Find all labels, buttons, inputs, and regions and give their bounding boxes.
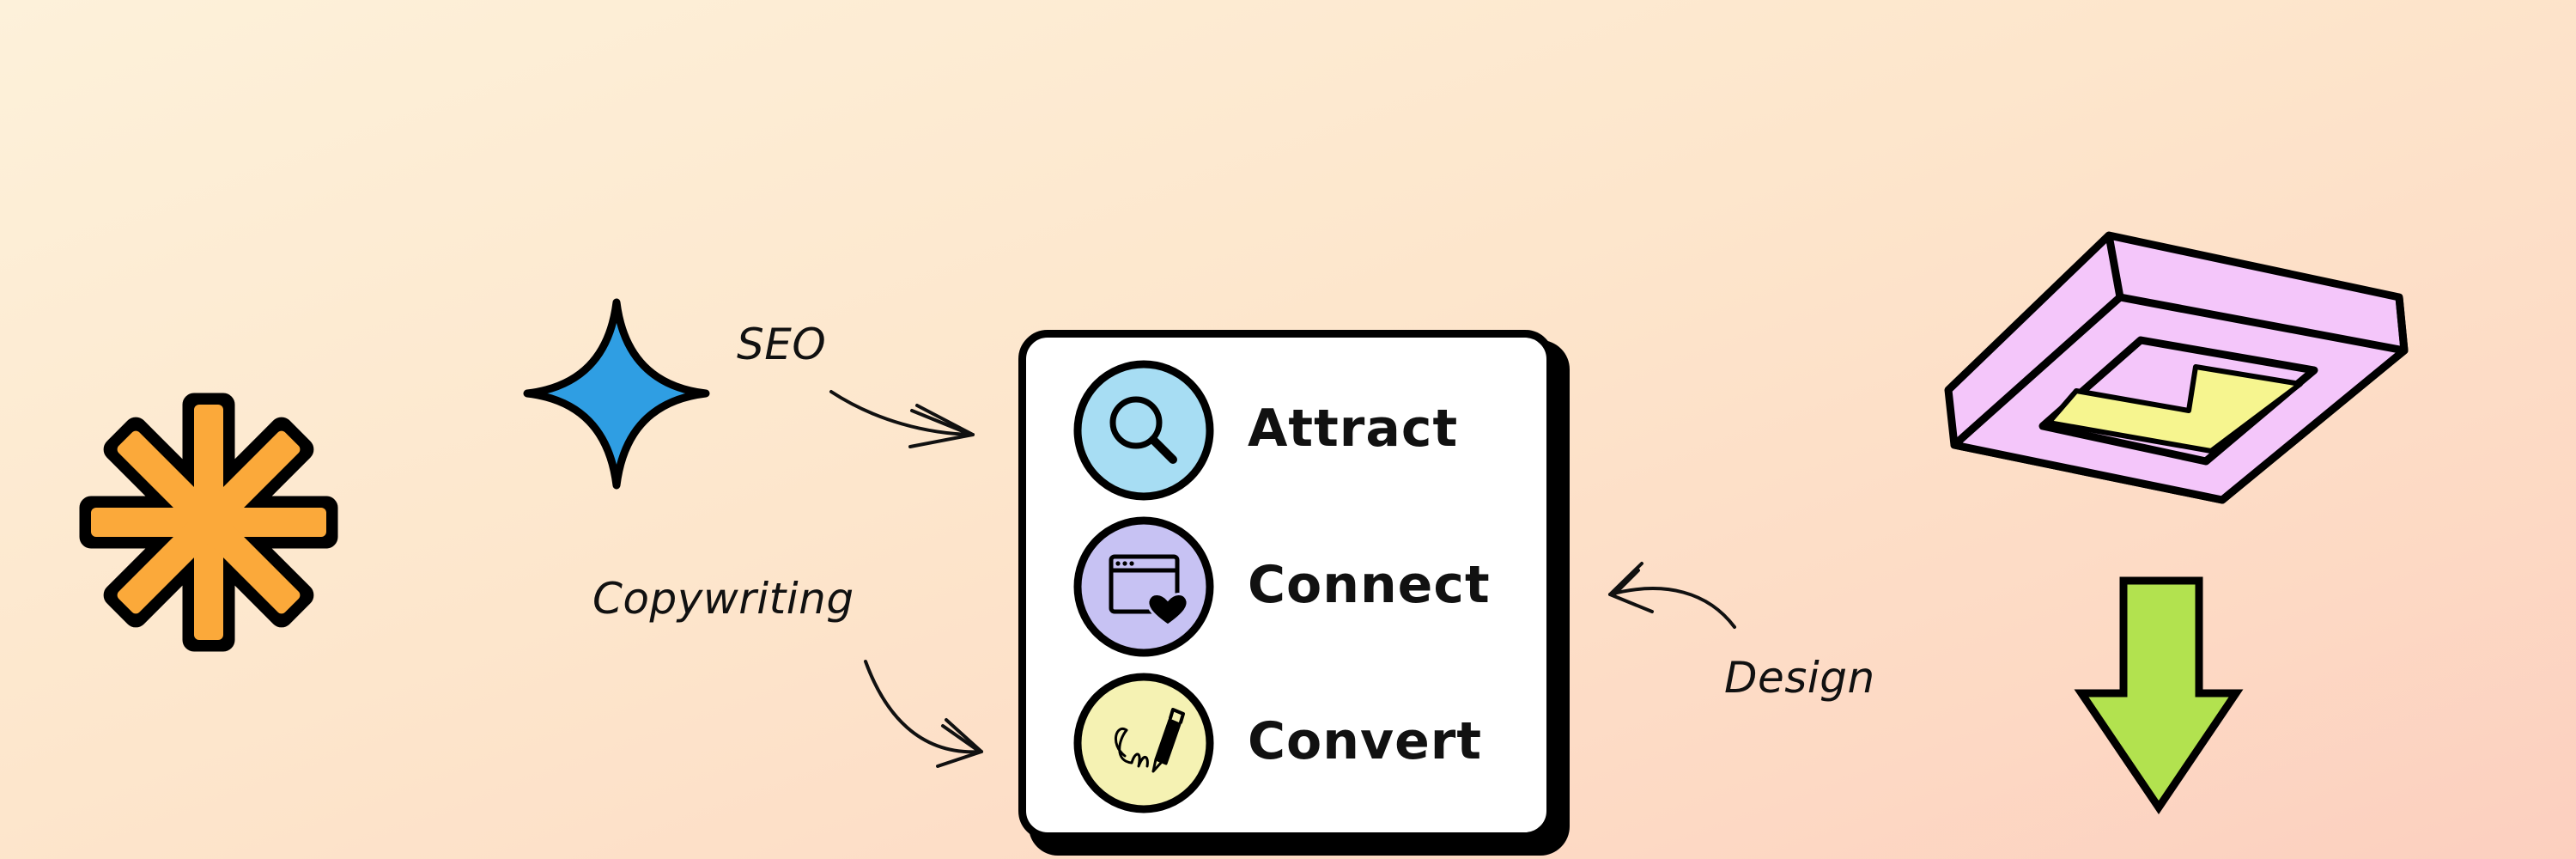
copywriting-arrow bbox=[864, 660, 983, 768]
design-arrow bbox=[1608, 562, 1736, 629]
design-label: Design bbox=[1724, 653, 1875, 703]
browser-heart-icon bbox=[1109, 554, 1189, 627]
seo-label: SEO bbox=[737, 320, 827, 369]
step-label-attract: Attract bbox=[1248, 399, 1459, 459]
seo-arrow bbox=[829, 390, 975, 448]
magnifier-icon bbox=[1109, 396, 1177, 464]
step-label-connect: Connect bbox=[1248, 555, 1491, 615]
isometric-box-icon bbox=[1944, 231, 2409, 504]
down-arrow-icon bbox=[2074, 576, 2244, 815]
attract-icon-circle bbox=[1073, 360, 1214, 501]
copywriting-label: Copywriting bbox=[592, 574, 854, 624]
connect-icon-circle bbox=[1073, 516, 1214, 657]
convert-icon-circle bbox=[1073, 673, 1214, 813]
step-label-convert: Convert bbox=[1248, 711, 1483, 771]
sparkle-icon bbox=[523, 298, 710, 490]
signature-pen-icon bbox=[1115, 708, 1185, 773]
asterisk-icon bbox=[79, 393, 338, 652]
